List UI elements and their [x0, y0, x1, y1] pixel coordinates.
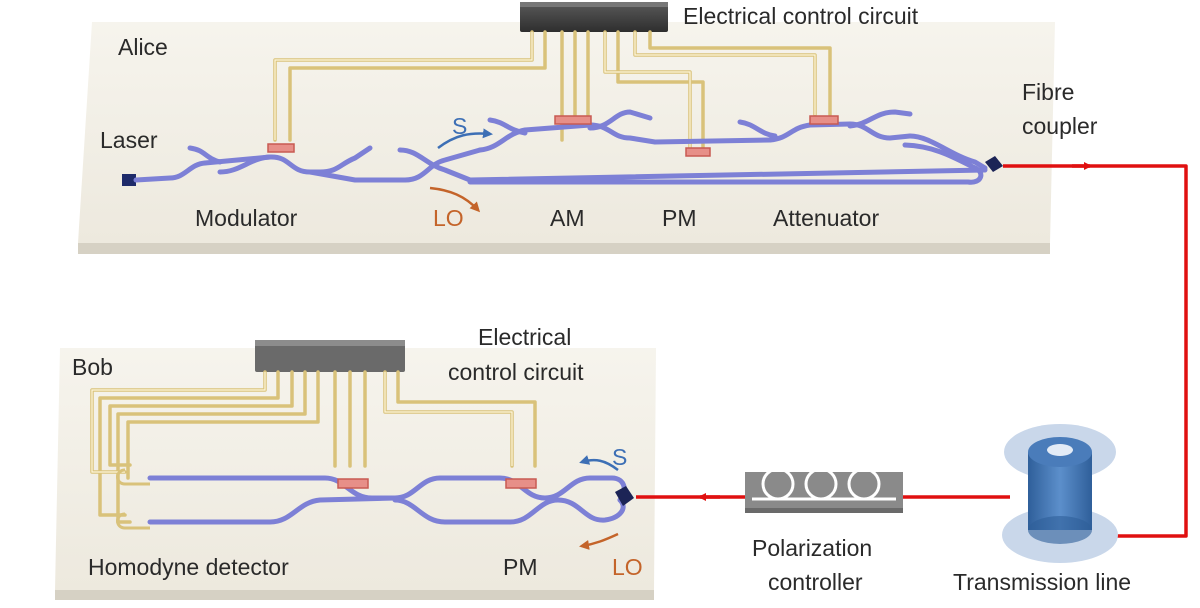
fibre-coupler-label-line1: Fibre: [1022, 79, 1074, 105]
polarization-controller: [745, 467, 903, 513]
polarization-label-line1: Polarization: [752, 535, 872, 561]
modulator-label: Modulator: [195, 205, 298, 231]
bob-lo-arrow: [579, 532, 619, 550]
attenuator-label: Attenuator: [773, 205, 879, 231]
alice-lo-label: LO: [433, 205, 464, 231]
alice-chip-top: [78, 22, 1055, 243]
alice-title: Alice: [118, 34, 168, 60]
transmission-line-label: Transmission line: [953, 569, 1131, 595]
alice-chip: [78, 22, 1055, 254]
bob-pm-label: PM: [503, 554, 538, 580]
bob-chip-edge: [55, 590, 654, 600]
polarization-label-line2: controller: [768, 569, 863, 595]
alice-control-ic: [520, 2, 668, 32]
alice-lo-arrow: [429, 186, 481, 213]
bob-circuit-label-line2: control circuit: [448, 359, 584, 385]
transmission-spool: [1002, 424, 1118, 563]
bob-heaters: [337, 478, 537, 489]
bob-control-wires: [90, 370, 537, 524]
alice-chip-edge: [78, 243, 1050, 254]
fibre-link: [636, 162, 1188, 538]
bob-chip-top: [55, 348, 656, 590]
homodyne-detector-label: Homodyne detector: [88, 554, 289, 580]
bob-chip: [55, 348, 656, 600]
bob-circuit-label-line1: Electrical: [478, 324, 571, 350]
alice-signal-arrow: [437, 128, 493, 149]
alice-control-wires: [273, 30, 832, 150]
bob-lo-label: LO: [612, 554, 643, 580]
bob-title: Bob: [72, 354, 113, 380]
bob-signal-arrow: [579, 455, 619, 471]
alice-heaters: [267, 115, 839, 157]
bob-control-ic: [255, 340, 405, 372]
alice-fibre-coupler: [985, 156, 1003, 172]
am-label: AM: [550, 205, 585, 231]
alice-pm-label: PM: [662, 205, 697, 231]
alice-signal-label: S: [452, 113, 467, 139]
alice-waveguides: [122, 109, 988, 186]
laser-source: [122, 174, 136, 186]
laser-label: Laser: [100, 127, 158, 153]
bob-signal-label: S: [612, 444, 627, 470]
alice-circuit-label: Electrical control circuit: [683, 3, 919, 29]
fibre-coupler-label-line2: coupler: [1022, 113, 1098, 139]
bob-fibre-coupler: [615, 486, 634, 506]
